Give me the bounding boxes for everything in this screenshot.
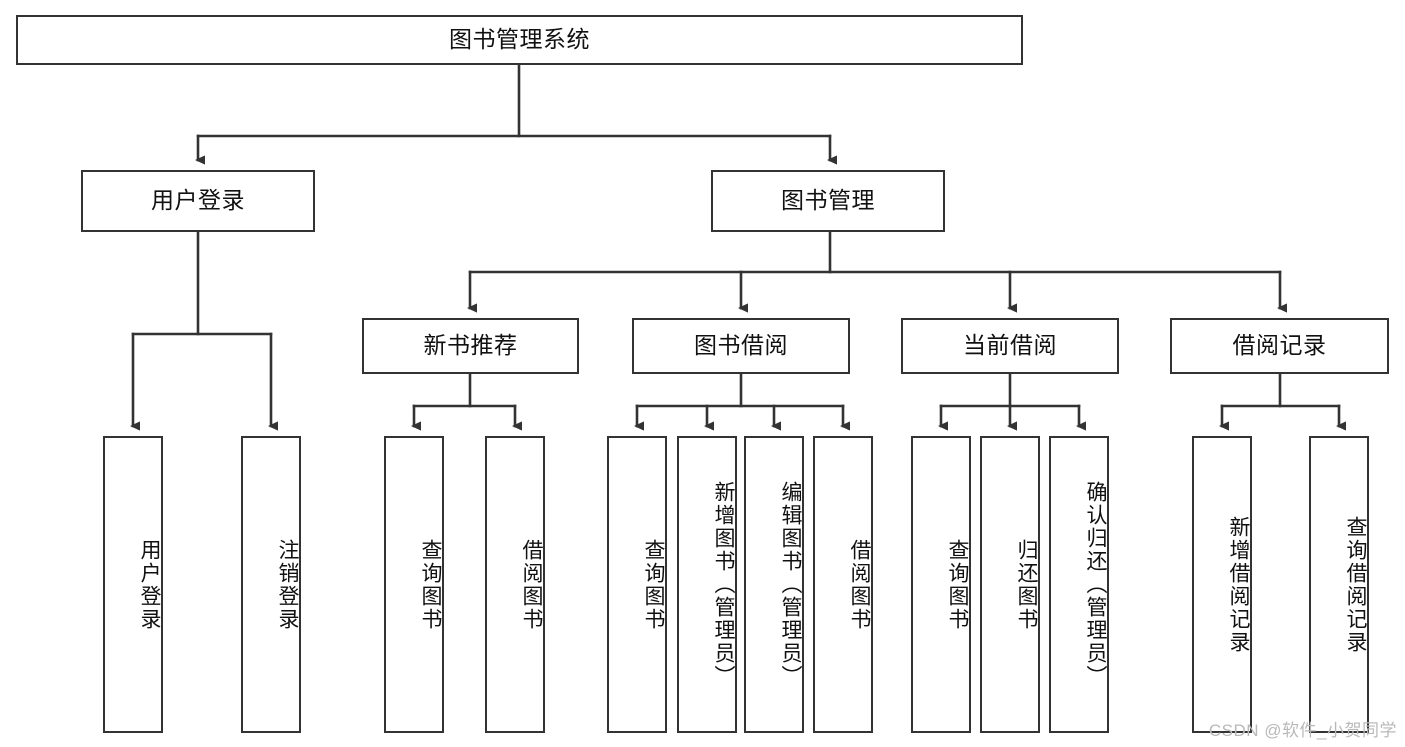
- node-root-book-management-system[interactable]: 图书管理系统: [16, 15, 1023, 65]
- node-label: 借阅图书: [520, 538, 543, 631]
- leaf-book-borrow-edit-book-admin[interactable]: 编辑图书（管理员）: [744, 436, 804, 733]
- leaf-borrow-record-query-record[interactable]: 查询借阅记录: [1309, 436, 1369, 733]
- csdn-watermark: CSDN @软件_小贺同学: [1208, 721, 1397, 740]
- leaf-book-borrow-add-book-admin[interactable]: 新增图书（管理员）: [677, 436, 737, 733]
- node-label: 图书借阅: [694, 332, 788, 359]
- node-label: 查询图书: [419, 538, 442, 631]
- node-label: 编辑图书（管理员）: [779, 481, 802, 688]
- leaf-new-book-borrow-book[interactable]: 借阅图书: [485, 436, 545, 733]
- leaf-book-borrow-borrow-book[interactable]: 借阅图书: [813, 436, 873, 733]
- node-label: 图书管理系统: [449, 26, 590, 53]
- node-borrow-record[interactable]: 借阅记录: [1170, 318, 1389, 374]
- node-label: 当前借阅: [963, 332, 1057, 359]
- node-user-login[interactable]: 用户登录: [81, 170, 315, 232]
- leaf-user-login-logout[interactable]: 注销登录: [241, 436, 301, 733]
- leaf-new-book-query-book[interactable]: 查询图书: [384, 436, 444, 733]
- leaf-current-borrow-confirm-return-admin[interactable]: 确认归还（管理员）: [1049, 436, 1109, 733]
- node-label: 确认归还（管理员）: [1084, 481, 1107, 688]
- node-label: 新增图书（管理员）: [712, 481, 735, 688]
- node-label: 注销登录: [276, 538, 299, 631]
- node-label: 借阅记录: [1232, 332, 1327, 359]
- leaf-current-borrow-query-book[interactable]: 查询图书: [911, 436, 971, 733]
- node-current-borrow[interactable]: 当前借阅: [901, 318, 1119, 374]
- node-label: 借阅图书: [848, 538, 871, 631]
- node-label: 查询图书: [642, 538, 665, 631]
- leaf-user-login-login[interactable]: 用户登录: [103, 436, 163, 733]
- node-label: 查询图书: [946, 538, 969, 631]
- leaf-borrow-record-add-record[interactable]: 新增借阅记录: [1192, 436, 1252, 733]
- node-label: 用户登录: [138, 538, 161, 631]
- node-label: 图书管理: [781, 187, 875, 214]
- leaf-book-borrow-query-book[interactable]: 查询图书: [607, 436, 667, 733]
- node-book-management[interactable]: 图书管理: [711, 170, 945, 232]
- node-book-borrow[interactable]: 图书借阅: [632, 318, 850, 374]
- node-label: 新书推荐: [423, 332, 518, 359]
- node-new-book-recommend[interactable]: 新书推荐: [362, 318, 579, 374]
- leaf-current-borrow-return-book[interactable]: 归还图书: [980, 436, 1040, 733]
- node-label: 归还图书: [1015, 538, 1038, 631]
- node-label: 查询借阅记录: [1344, 515, 1367, 654]
- node-label: 用户登录: [151, 187, 245, 214]
- node-label: 新增借阅记录: [1227, 515, 1250, 654]
